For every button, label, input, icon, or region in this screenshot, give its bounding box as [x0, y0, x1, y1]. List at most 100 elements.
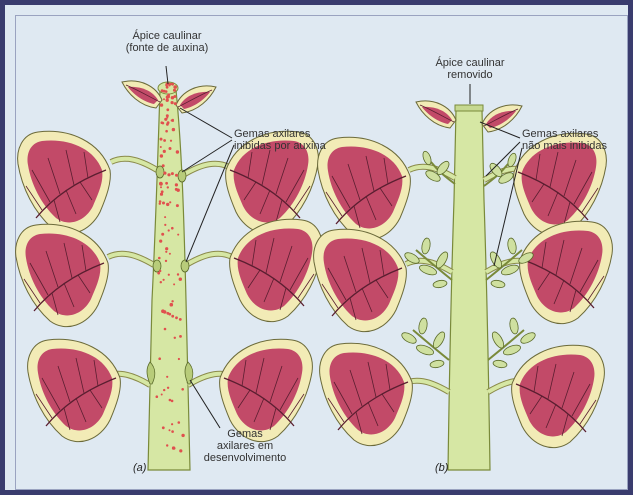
apex-label-a-line1: Ápice caulinar [112, 30, 222, 42]
auxin-dot [166, 117, 168, 119]
auxin-dot [166, 99, 169, 102]
auxin-dot [167, 186, 169, 188]
dev-label-a-line2: axilares em [190, 440, 300, 452]
auxin-dot [170, 303, 174, 307]
auxin-dot [163, 389, 165, 391]
auxin-dot [163, 139, 166, 142]
auxin-dot [163, 310, 166, 313]
auxin-dot [179, 449, 182, 452]
auxin-dot [171, 172, 174, 175]
auxin-dot [171, 315, 174, 318]
auxin-dot [165, 247, 168, 250]
buds-label-a-line2: inibidas por auxina [234, 140, 326, 152]
auxin-dot [171, 227, 174, 230]
auxin-dot [174, 102, 177, 105]
auxin-dot [173, 447, 175, 449]
auxin-dot [165, 251, 167, 253]
auxin-dot [166, 123, 169, 126]
shoot-b-5 [400, 317, 449, 368]
apex-label-a-line2: (fonte de auxina) [112, 42, 222, 54]
auxin-dot [173, 85, 177, 89]
auxin-dot [162, 164, 165, 167]
auxin-dot [169, 429, 171, 431]
top-leaf-right-b [482, 105, 522, 132]
auxin-dot [166, 95, 169, 98]
buds-label-b-line1: Gemas axilares [522, 128, 607, 140]
auxin-dot [166, 444, 168, 446]
auxin-dot [156, 395, 159, 398]
auxin-dot [174, 337, 176, 339]
auxin-dot [162, 426, 165, 429]
cut-apex [455, 105, 483, 111]
auxin-dot [160, 146, 162, 148]
leaf-left-2-a [16, 224, 109, 326]
auxin-dot [158, 357, 161, 360]
auxin-dot [165, 130, 168, 133]
auxin-dot [163, 172, 166, 175]
auxin-dot [162, 122, 165, 125]
auxin-dot [171, 430, 174, 433]
auxin-dot [161, 394, 163, 396]
auxin-dot [161, 233, 164, 236]
auxin-dot [172, 119, 174, 121]
auxin-dot [179, 318, 182, 321]
auxin-dot [175, 174, 178, 177]
leaf-right-3-b [512, 345, 605, 447]
dev-label-a-line3: desenvolvimento [190, 452, 300, 464]
auxin-dot [178, 421, 181, 424]
auxin-dot [170, 140, 172, 142]
auxin-dot [177, 234, 179, 236]
auxin-dot [177, 189, 180, 192]
bud-a-4 [181, 260, 189, 272]
auxin-dot [179, 278, 182, 281]
auxin-dot [167, 173, 170, 176]
auxin-dot [163, 98, 165, 100]
auxin-dot [166, 108, 169, 111]
panel-a-plant [16, 66, 323, 470]
auxin-dot [159, 240, 162, 243]
auxin-dot [172, 128, 175, 131]
auxin-dot [165, 260, 167, 262]
auxin-dot [167, 387, 169, 389]
auxin-dot [169, 147, 172, 150]
buds-label-a-line1: Gemas axilares [234, 128, 326, 140]
auxin-dot [165, 182, 168, 185]
auxin-dot [160, 154, 163, 157]
auxin-dot [171, 400, 174, 403]
auxin-dot [160, 103, 163, 106]
auxin-dot [171, 300, 173, 302]
panel-label-b: (b) [435, 462, 448, 474]
auxin-dot [157, 272, 160, 275]
auxin-dot [159, 182, 163, 186]
auxin-dot [176, 150, 179, 153]
auxin-dot [160, 186, 162, 188]
auxin-dot [181, 434, 184, 437]
apex-label-b: Ápice caulinar removido [410, 57, 530, 81]
auxin-dot [164, 328, 167, 331]
leaf-left-3-a [28, 339, 121, 441]
apex-label-b-line1: Ápice caulinar [410, 57, 530, 69]
auxin-dot [166, 203, 169, 206]
auxin-dot [159, 203, 161, 205]
auxin-dot [173, 283, 175, 285]
panel-label-a: (a) [133, 462, 146, 474]
auxin-dot [171, 96, 174, 99]
auxin-dot [170, 83, 172, 85]
leaf-right-2-a [230, 219, 323, 321]
leaf-left-3-b [320, 343, 413, 445]
buds-label-b: Gemas axilares não mais inibidas [522, 128, 607, 152]
auxin-dot [160, 281, 162, 283]
auxin-dot [177, 273, 179, 275]
auxin-dot [175, 316, 178, 319]
auxin-dot [179, 335, 182, 338]
auxin-dot [174, 89, 176, 91]
bud-a-1 [156, 166, 164, 178]
auxin-dot [166, 376, 168, 378]
auxin-dot [163, 150, 166, 153]
auxin-dot [178, 358, 180, 360]
auxin-dot [162, 202, 165, 205]
apex-label-a: Ápice caulinar (fonte de auxina) [112, 30, 222, 54]
auxin-dot [169, 201, 171, 203]
auxin-dot [163, 279, 165, 281]
apex-label-b-line2: removido [410, 69, 530, 81]
